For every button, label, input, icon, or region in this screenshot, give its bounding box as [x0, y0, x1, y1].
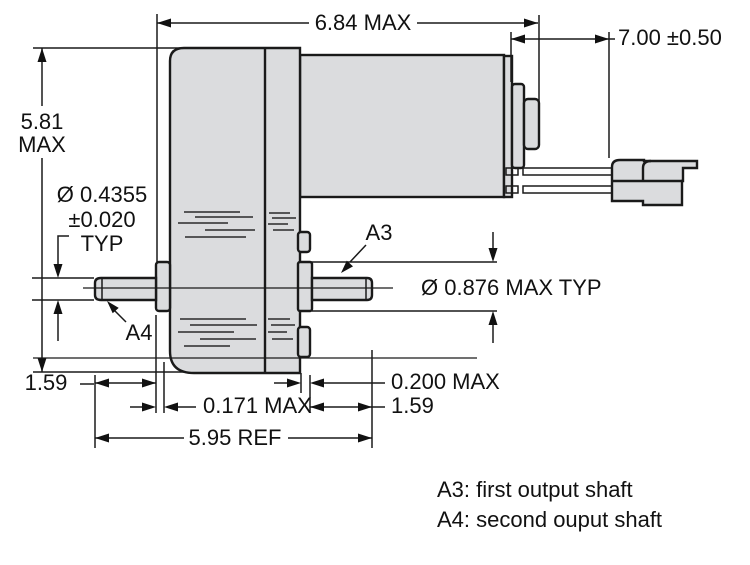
- output-shaft-a4: [93, 276, 158, 302]
- dim-overall-length-label: 6.84 MAX: [315, 10, 412, 35]
- dim-left-boss-protrusion-label: 0.171 MAX: [203, 393, 312, 418]
- dim-overall-height-label-2: MAX: [18, 132, 66, 157]
- callout-a3: A3: [341, 220, 392, 273]
- dim-boss-diameter-label: Ø 0.876 MAX TYP: [421, 275, 602, 300]
- dim-wire-length: 7.00 ±0.50: [510, 25, 722, 158]
- dim-shaft-dia-label-2: ±0.020: [68, 207, 135, 232]
- dim-right-shaft-length-label: 1.59: [391, 393, 434, 418]
- dim-right-boss-protrusion-label: 0.200 MAX: [391, 369, 500, 394]
- dim-shaft-span-ref-label: 5.95 REF: [189, 425, 282, 450]
- bottom-extension-lines: [94, 315, 373, 448]
- dim-right-shaft-length: 1.59: [310, 393, 434, 418]
- dim-right-boss-protrusion: 0.200 MAX: [274, 369, 500, 394]
- shaft-boss-right: [296, 260, 314, 313]
- shaft-boss-left: [154, 260, 172, 313]
- dim-boss-diameter: Ø 0.876 MAX TYP: [310, 232, 602, 343]
- dim-left-shaft-length-label: 1.59: [25, 370, 68, 395]
- callout-a3-label: A3: [366, 220, 393, 245]
- motor-cap-step-1: [510, 82, 526, 170]
- gearbox-body: [168, 46, 302, 375]
- callout-a4-label: A4: [126, 320, 153, 345]
- dim-overall-height-label-1: 5.81: [21, 109, 64, 134]
- dim-shaft-diameter: Ø 0.4355 ±0.020 TYP: [32, 182, 147, 341]
- dim-overall-length: 6.84 MAX: [156, 10, 540, 262]
- legend: A3: first output shaft A4: second ouput …: [437, 477, 662, 532]
- output-shaft-a3: [310, 276, 374, 302]
- dim-shaft-span-ref: 5.95 REF: [95, 425, 372, 450]
- dim-shaft-dia-label-1: Ø 0.4355: [57, 182, 148, 207]
- wire-connector: [610, 158, 699, 207]
- motor-body: [298, 53, 506, 199]
- dim-wire-length-label: 7.00 ±0.50: [618, 25, 722, 50]
- gearbox-shading-marks: [178, 211, 296, 347]
- dim-overall-height: 5.81 MAX: [18, 47, 185, 373]
- motor-cap-step-2: [522, 97, 541, 151]
- dim-left-shaft-length: 1.59: [25, 370, 156, 395]
- callout-a4: A4: [107, 301, 152, 345]
- legend-line-1: A3: first output shaft: [437, 477, 633, 502]
- mounting-tab-lower: [296, 325, 312, 359]
- dim-shaft-dia-label-3: TYP: [81, 231, 124, 256]
- motor-assembly: [93, 46, 699, 375]
- legend-line-2: A4: second ouput shaft: [437, 507, 662, 532]
- connector-housing: [610, 158, 699, 207]
- dim-left-boss-protrusion: 0.171 MAX: [130, 393, 312, 418]
- mounting-tab-upper: [296, 230, 312, 254]
